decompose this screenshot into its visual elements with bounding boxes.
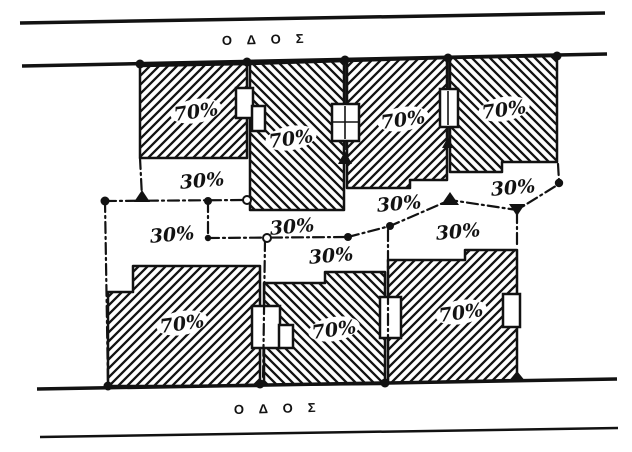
street-label-bottom: ΟΔΟΣ xyxy=(234,399,331,417)
coverage-30-label: 30% xyxy=(435,219,481,245)
coverage-30-label: 30% xyxy=(376,191,422,217)
stair-core-rect xyxy=(250,104,267,133)
coverage-30-label: 30% xyxy=(269,214,315,240)
stair-core-rect xyxy=(378,295,403,340)
coverage-30-label: 30% xyxy=(149,222,195,248)
rear-boundary-dashdot-lines xyxy=(103,156,561,387)
boundary-node-open-circles xyxy=(242,195,272,243)
stair-core-divider-line xyxy=(333,106,358,139)
boundary-node-dots xyxy=(100,51,564,391)
street-label-top: ΟΔΟΣ xyxy=(222,30,319,48)
stair-core-rect xyxy=(501,292,522,329)
label-backing-patches xyxy=(156,96,530,342)
top-road-outer-edge-line xyxy=(19,11,606,25)
coverage-30-label: 30% xyxy=(179,168,225,194)
stair-core-rect xyxy=(234,86,255,120)
coverage-30-label: 30% xyxy=(308,243,354,269)
boundary-node-triangle xyxy=(338,151,352,164)
stair-core-rect xyxy=(277,323,295,350)
bottom-road-outer-edge-line xyxy=(39,426,619,439)
boundary-node-triangle xyxy=(442,137,454,148)
stair-core-rect xyxy=(438,87,460,129)
boundary-node-triangles xyxy=(134,190,526,382)
coverage-30-label: 30% xyxy=(490,175,536,201)
stair-core-rect xyxy=(250,304,282,350)
